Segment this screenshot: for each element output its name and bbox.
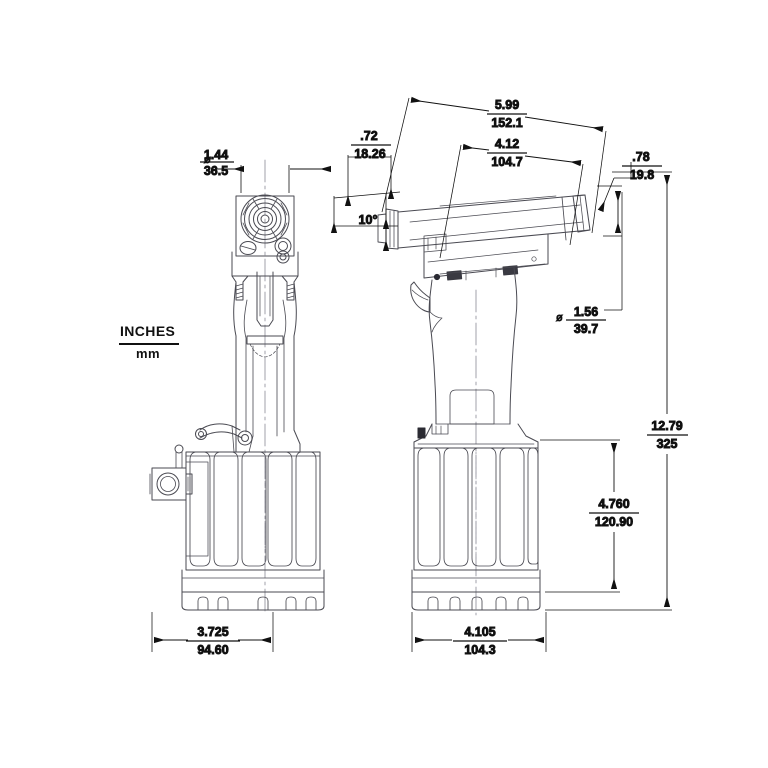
legend-mm-label: mm — [136, 346, 160, 361]
front-view — [149, 159, 325, 616]
dim-nose-offset-mm: 18.26 — [354, 147, 385, 161]
dim-front-width: 3.725 94.60 — [151, 612, 274, 657]
front-air-inlet — [149, 444, 193, 501]
dim-head-angle: 10° — [330, 191, 401, 251]
front-base — [181, 569, 325, 611]
dim-overall-height-inches: 12.79 — [651, 419, 682, 433]
dim-barrel-diameter-inches: 1.56 — [574, 305, 598, 319]
dim-body-length-mm: 104.7 — [491, 155, 522, 169]
dim-overall-height-mm: 325 — [657, 437, 678, 451]
dim-overall-height: 12.79 325 — [545, 171, 688, 611]
dim-nose-diameter-inches: 1.44 — [204, 148, 228, 162]
dim-cylinder-height-inches: 4.760 — [598, 497, 629, 511]
units-legend: INCHES mm — [119, 323, 179, 361]
front-cylinder-ribs — [189, 451, 317, 567]
side-pin — [433, 273, 441, 281]
dim-side-width-mm: 104.3 — [464, 643, 495, 657]
dim-nose-diameter: ø 1.44 36.5 — [200, 148, 331, 193]
dim-rear-offset: .78 19.8 — [597, 150, 662, 213]
dim-side-width-inches: 4.105 — [464, 625, 495, 639]
side-base — [411, 569, 541, 611]
dim-body-length: 4.12 104.7 — [439, 137, 584, 259]
legend-inches-label: INCHES — [120, 323, 175, 339]
dim-overall-length-mm: 152.1 — [491, 116, 522, 130]
dim-nose-offset-inches: .72 — [360, 129, 377, 143]
dim-body-length-inches: 4.12 — [495, 137, 519, 151]
front-trigger-lever — [195, 423, 301, 453]
dim-nose-diameter-mm: 36.5 — [204, 164, 228, 178]
front-cylinder-body — [185, 451, 321, 571]
dim-cylinder-height-mm: 120.90 — [595, 515, 633, 529]
dim-overall-length-inches: 5.99 — [495, 98, 519, 112]
dim-overall-length: 5.99 152.1 — [381, 96, 607, 234]
dim-head-angle-value: 10° — [359, 213, 378, 227]
dim-barrel-diameter-symbol: ø — [556, 312, 563, 324]
dim-barrel-diameter: ø 1.56 39.7 — [556, 185, 623, 336]
front-nose-assembly — [231, 194, 299, 277]
dimension-layer: ø 1.44 36.5 5.99 152.1 4.12 104.7 — [151, 96, 688, 657]
dim-barrel-diameter-mm: 39.7 — [574, 322, 598, 336]
dim-rear-offset-mm: 19.8 — [630, 168, 654, 182]
side-view — [377, 194, 591, 616]
dim-front-width-mm: 94.60 — [197, 643, 228, 657]
dim-nose-offset: .72 18.26 — [344, 129, 395, 206]
side-cylinder-ribs — [417, 447, 539, 567]
dim-rear-offset-inches: .78 — [632, 150, 649, 164]
side-trigger — [410, 281, 431, 313]
front-shoulder — [231, 271, 299, 327]
side-cylinder-body — [413, 447, 539, 571]
front-neck — [233, 281, 297, 437]
dim-side-width: 4.105 104.3 — [411, 612, 547, 657]
side-barrel — [377, 194, 591, 250]
side-inlet-block — [417, 427, 426, 439]
dim-front-width-inches: 3.725 — [197, 625, 228, 639]
dim-cylinder-height: 4.760 120.90 — [540, 439, 639, 593]
dim-nose-diameter-symbol: ø — [204, 154, 211, 166]
